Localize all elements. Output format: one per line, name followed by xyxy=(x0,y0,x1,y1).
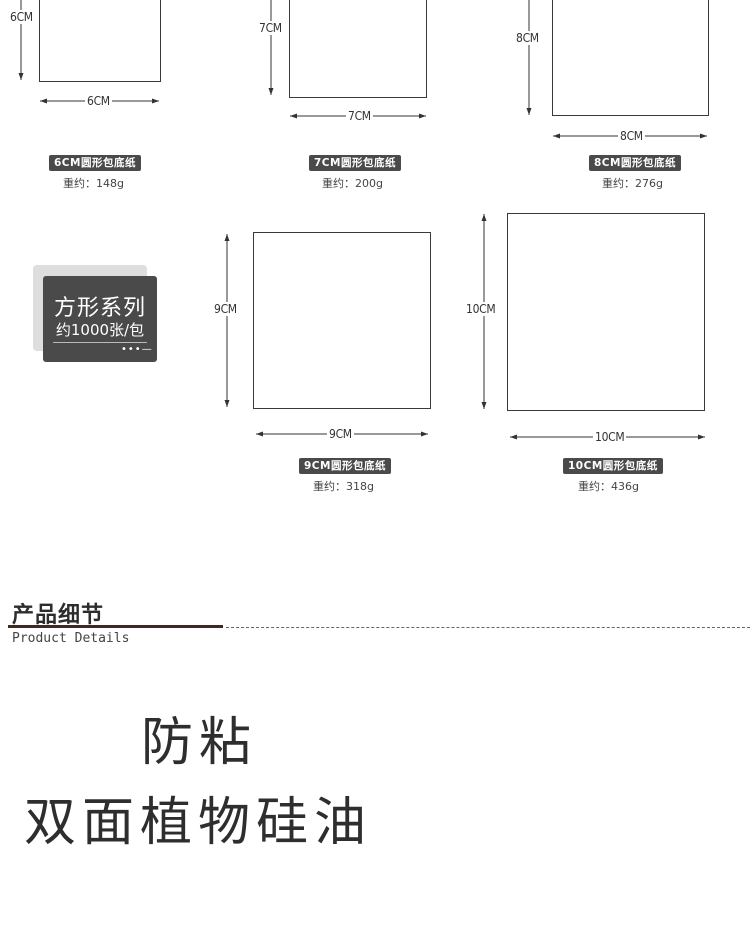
section-dashed-divider xyxy=(226,627,750,628)
square-8cm xyxy=(552,0,709,116)
product-label-8cm: 8CM圆形包底纸 xyxy=(589,155,681,171)
section-underline xyxy=(8,625,223,628)
dim-label-6-horizontal: 6CM xyxy=(85,94,112,108)
product-weight-8cm: 重约：276g xyxy=(602,177,663,190)
product-weight-10cm: 重约：436g xyxy=(578,480,639,493)
dim-label-8-vertical: 8CM xyxy=(516,31,539,45)
square-10cm xyxy=(507,213,705,411)
section-subtitle: Product Details xyxy=(12,631,130,646)
dim-label-10-vertical: 10CM xyxy=(466,302,496,316)
feature-line-2: 双面植物硅油 xyxy=(24,793,373,853)
dim-label-8-horizontal: 8CM xyxy=(618,129,645,143)
square-7cm xyxy=(289,0,427,98)
dim-label-6-vertical: 6CM xyxy=(10,10,33,24)
series-dots: •••— xyxy=(121,344,153,355)
product-weight-6cm: 重约：148g xyxy=(63,177,124,190)
series-card: 方形系列 约1000张/包 •••— xyxy=(43,276,157,362)
product-label-9cm: 9CM圆形包底纸 xyxy=(299,458,391,474)
product-label-10cm: 10CM圆形包底纸 xyxy=(563,458,663,474)
product-weight-9cm: 重约：318g xyxy=(313,480,374,493)
dim-label-9-horizontal: 9CM xyxy=(327,427,354,441)
dim-label-7-vertical: 7CM xyxy=(259,21,282,35)
series-subtitle: 约1000张/包 xyxy=(55,321,145,339)
square-6cm xyxy=(39,0,161,82)
dim-label-10-horizontal: 10CM xyxy=(593,430,627,444)
product-weight-7cm: 重约：200g xyxy=(322,177,383,190)
series-title: 方形系列 xyxy=(53,296,146,321)
dim-label-7-horizontal: 7CM xyxy=(346,109,373,123)
square-9cm xyxy=(253,232,431,409)
section-title: 产品细节 xyxy=(12,603,105,628)
feature-line-1: 防粘 xyxy=(141,713,258,773)
series-divider xyxy=(53,342,147,343)
product-label-7cm: 7CM圆形包底纸 xyxy=(309,155,401,171)
product-label-6cm: 6CM圆形包底纸 xyxy=(49,155,141,171)
dim-label-9-vertical: 9CM xyxy=(214,302,237,316)
